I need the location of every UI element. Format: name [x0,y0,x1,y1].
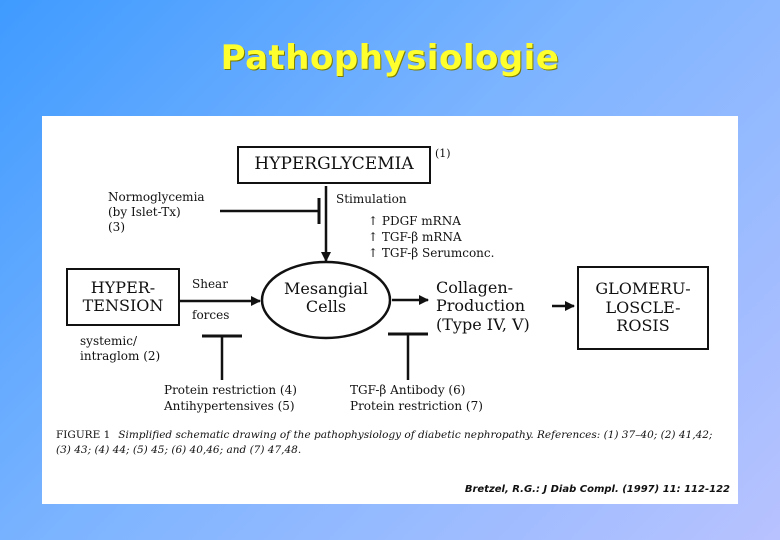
mesangial-line-1: Mesangial [284,279,368,298]
inhibit-left-line-2: Antihypertensives (5) [164,399,295,413]
normoglycemia-line-2: (by Islet-Tx) [108,205,181,219]
glomerulo-line-3: ROSIS [616,316,670,336]
hypertension-line-2: TENSION [82,296,164,315]
mesangial-cells-ellipse [260,260,392,340]
collagen-line-2: Production [436,296,526,316]
factor-tgf-mrna: ↑ TGF-β mRNA [368,230,462,244]
normoglycemia-line-1: Normoglycemia [108,190,205,204]
glomerulo-line-1: GLOMERU- [595,279,691,299]
figure-caption-text: Simplified schematic drawing of the path… [56,429,713,457]
citation: Bretzel, R.G.: J Diab Compl. (1997) 11: … [464,484,730,495]
hypertension-sub-line-1: systemic/ [80,334,137,348]
normoglycemia-line-3: (3) [108,220,125,234]
glomerulosclerosis-box: GLOMERU- LOSCLE- ROSIS [577,266,709,350]
mesangial-cells-label: Mesangial Cells [266,279,386,317]
hypertension-line-1: HYPER- [90,277,156,297]
glomerulo-line-2: LOSCLE- [605,297,681,317]
inhibit-right-line-1: TGF-β Antibody (6) [350,383,466,397]
diagram-connectors [180,186,575,380]
stimulation-label: Stimulation [336,192,407,206]
forces-label: forces [192,308,230,322]
collagen-line-3: (Type IV, V) [436,314,530,334]
hyperglycemia-box: HYPERGLYCEMIA [237,146,431,184]
hyperglycemia-label: HYPERGLYCEMIA [254,154,414,175]
factor-pdgf-mrna: ↑ PDGF mRNA [368,214,461,228]
slide-title: Pathophysiologie [220,38,560,78]
inhibit-right-line-2: Protein restriction (7) [350,399,483,413]
shear-label: Shear [192,277,228,291]
collagen-line-1: Collagen- [436,278,514,297]
inhibit-left-line-1: Protein restriction (4) [164,383,297,397]
hypertension-sub-line-2: intraglom (2) [80,349,161,363]
collagen-production: Collagen- Production (Type IV, V) [436,278,530,334]
mesangial-line-2: Cells [305,297,347,317]
figure-caption-label: FIGURE 1 [56,429,111,441]
hypertension-box: HYPER- TENSION [66,268,180,326]
factor-tgf-serum: ↑ TGF-β Serumconc. [368,246,495,260]
hyperglycemia-ref: (1) [435,147,451,160]
diagram-figure: HYPERGLYCEMIA (1) Stimulation ↑ PDGF mRN… [42,116,738,504]
